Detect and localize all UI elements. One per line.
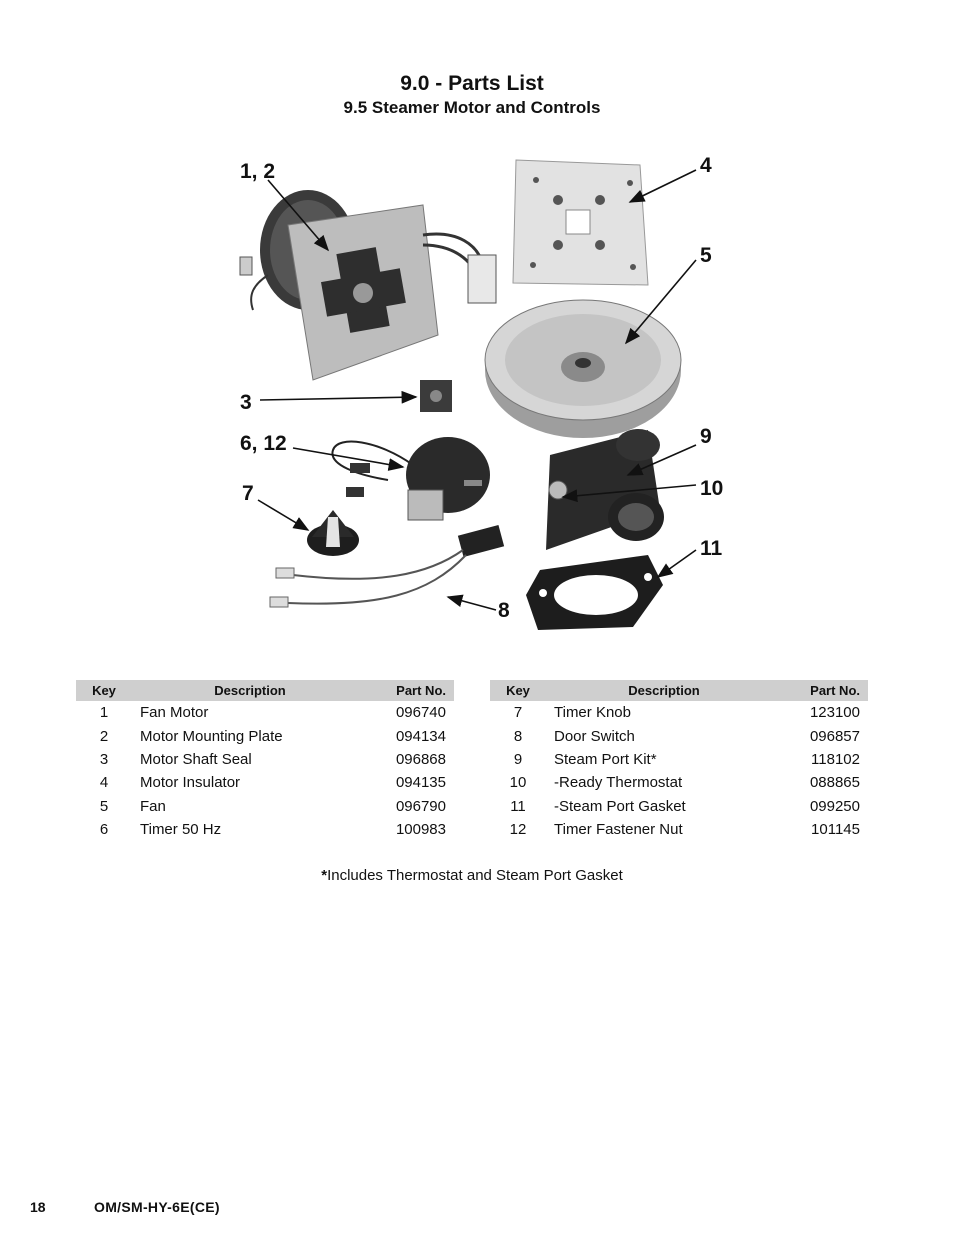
cell-part-no: 096740 — [395, 704, 446, 722]
column-header-part-no: Part No. — [368, 680, 454, 701]
cell-description: Timer Knob — [554, 704, 631, 722]
cell-key: 11 — [510, 797, 526, 815]
gasket-image — [526, 555, 663, 630]
page-number: 18 — [30, 1199, 46, 1215]
column-header-description: Description — [132, 680, 368, 701]
cell-description: Door Switch — [554, 727, 635, 745]
column-header-description: Description — [546, 680, 782, 701]
table-row: 5 Fan 096790 — [76, 795, 454, 818]
timer-image — [331, 437, 490, 521]
callout-6-12: 6, 12 — [240, 432, 287, 455]
callout-1-2: 1, 2 — [240, 160, 275, 183]
cell-part-no: 094135 — [395, 774, 446, 792]
cell-part-no: 096868 — [395, 750, 446, 768]
section-subtitle: 9.5 Steamer Motor and Controls — [343, 98, 601, 117]
table-row: 9 Steam Port Kit* 118102 — [490, 748, 868, 771]
footnote: *Includes Thermostat and Steam Port Gask… — [0, 867, 944, 884]
cell-part-no: 096857 — [809, 727, 860, 745]
document-code: OM/SM-HY-6E(CE) — [94, 1199, 220, 1215]
table-row: 10 -Ready Thermostat 088865 — [490, 771, 868, 794]
cell-key: 10 — [509, 774, 527, 792]
column-header-part-no: Part No. — [782, 680, 868, 701]
parts-exploded-figure: 1, 2 3 4 5 6, 12 7 8 9 10 11 — [228, 145, 728, 635]
steam-port-image — [546, 429, 664, 550]
cell-key: 12 — [509, 821, 527, 839]
table-row: 7 Timer Knob 123100 — [490, 701, 868, 724]
table-row: 3 Motor Shaft Seal 096868 — [76, 748, 454, 771]
cell-part-no: 094134 — [395, 727, 446, 745]
footnote-marker: * — [321, 867, 328, 884]
table-row: 12 Timer Fastener Nut 101145 — [490, 818, 868, 841]
callout-3: 3 — [240, 391, 252, 414]
callout-5: 5 — [700, 244, 712, 267]
parts-illustration: 1, 2 3 4 5 6, 12 7 8 9 10 11 — [239, 154, 723, 630]
cell-description: Fan — [140, 797, 166, 815]
callout-11: 11 — [700, 537, 723, 560]
page-title: 9.0 - Parts List — [400, 72, 544, 95]
parts-table-left: Key Description Part No. 1 Fan Motor 096… — [76, 680, 454, 841]
cell-description: Steam Port Kit* — [554, 750, 657, 768]
callout-leaders — [257, 169, 697, 611]
table-header-row: Key Description Part No. — [490, 680, 868, 701]
cell-part-no: 101145 — [811, 821, 860, 839]
table-row: 11 -Steam Port Gasket 099250 — [490, 795, 868, 818]
fan-motor-image — [239, 190, 497, 381]
cell-part-no: 099250 — [809, 797, 860, 815]
cell-part-no: 088865 — [809, 774, 860, 792]
cell-description: Fan Motor — [140, 704, 209, 722]
footnote-text: Includes Thermostat and Steam Port Gaske… — [327, 867, 623, 884]
table-row: 4 Motor Insulator 094135 — [76, 771, 454, 794]
column-header-key: Key — [490, 680, 546, 701]
cell-key: 9 — [513, 750, 523, 768]
fan-wheel-image — [484, 299, 682, 438]
table-row: 1 Fan Motor 096740 — [76, 701, 454, 724]
cell-description: Motor Shaft Seal — [140, 750, 252, 768]
column-header-key: Key — [76, 680, 132, 701]
cell-key: 6 — [99, 821, 109, 839]
cell-key: 3 — [99, 750, 109, 768]
cell-description: -Ready Thermostat — [554, 774, 683, 792]
cell-key: 8 — [513, 727, 523, 745]
cell-key: 4 — [99, 774, 109, 792]
cell-key: 1 — [99, 704, 109, 722]
cell-description: Motor Mounting Plate — [140, 727, 283, 745]
cell-description: Motor Insulator — [140, 774, 241, 792]
cell-description: -Steam Port Gasket — [554, 797, 686, 815]
cell-key: 2 — [99, 727, 109, 745]
motor-insulator-image — [512, 159, 649, 286]
callout-7: 7 — [242, 482, 254, 505]
table-row: 8 Door Switch 096857 — [490, 724, 868, 747]
table-header-row: Key Description Part No. — [76, 680, 454, 701]
cell-key: 7 — [513, 704, 523, 722]
door-switch-image — [269, 524, 505, 608]
table-row: 2 Motor Mounting Plate 094134 — [76, 724, 454, 747]
cell-part-no: 123100 — [809, 704, 860, 722]
cell-description: Timer Fastener Nut — [554, 821, 683, 839]
cell-part-no: 096790 — [395, 797, 446, 815]
timer-knob-image — [307, 510, 359, 556]
cell-key: 5 — [99, 797, 109, 815]
parts-table-right: Key Description Part No. 7 Timer Knob 12… — [490, 680, 868, 841]
callout-9: 9 — [700, 425, 712, 448]
cell-part-no: 118102 — [811, 750, 860, 768]
cell-description: Timer 50 Hz — [140, 821, 222, 839]
cell-part-no: 100983 — [395, 821, 446, 839]
callout-4: 4 — [700, 154, 712, 177]
table-row: 6 Timer 50 Hz 100983 — [76, 818, 454, 841]
callout-8: 8 — [498, 599, 510, 622]
callout-10: 10 — [700, 477, 723, 500]
